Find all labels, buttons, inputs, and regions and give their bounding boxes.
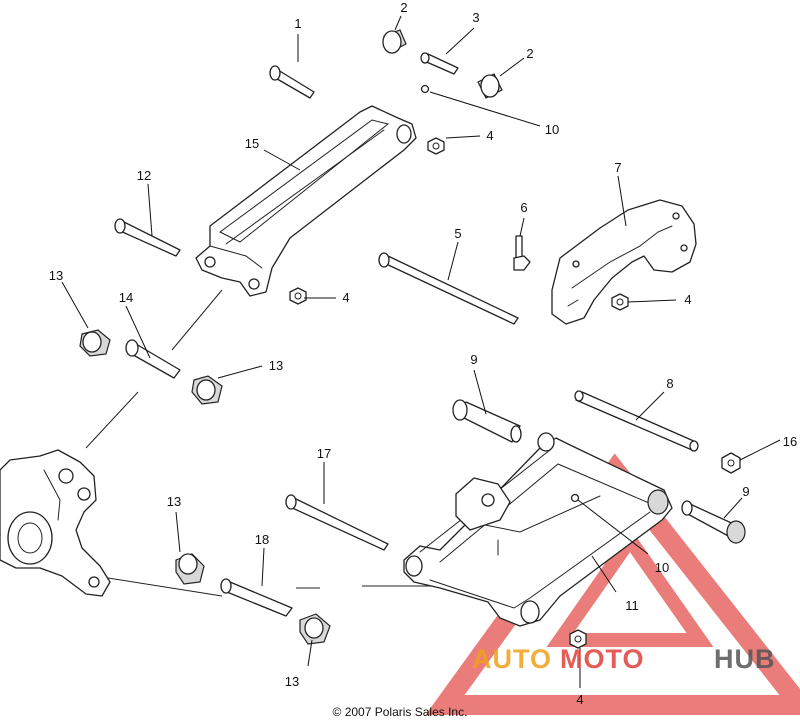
part-13-bushing-b	[191, 375, 223, 405]
part-4-nut-c	[611, 293, 629, 311]
callout-part-17: 17	[317, 446, 331, 461]
part-8-shaft	[574, 390, 699, 452]
part-16-nut	[721, 452, 741, 474]
watermark-hub: HUB	[714, 644, 776, 674]
watermark-text: AUTO MOTO HUB	[472, 644, 776, 674]
callout-part-15: 15	[245, 136, 259, 151]
callout-part-9a: 9	[470, 352, 477, 367]
part-10-grease-fitting-b	[570, 493, 580, 503]
callout-part-13c: 13	[167, 494, 181, 509]
callout-numbers: 1 2 3 2 10 15 4 12 7 6 5 13 14 4 4 13 9 …	[49, 0, 797, 707]
callout-part-18: 18	[255, 532, 269, 547]
part-9-sleeve-a	[452, 399, 522, 443]
callout-part-14: 14	[119, 290, 133, 305]
part-9-sleeve-b	[681, 500, 746, 544]
callout-part-2b: 2	[526, 46, 533, 61]
watermark-auto: AUTO	[472, 644, 552, 674]
watermark-moto: MOTO	[560, 644, 645, 674]
callout-part-4d: 4	[576, 692, 583, 707]
callout-part-4a: 4	[486, 128, 493, 143]
part-12-bolt	[114, 218, 181, 257]
part-4-nut-a	[427, 137, 445, 155]
part-14-sleeve	[125, 339, 181, 379]
part-2-bushing-a	[382, 29, 407, 54]
part-1-bolt	[269, 65, 315, 99]
part-13-bushing-a	[79, 329, 111, 357]
part-4-nut-d	[569, 629, 587, 649]
callout-part-3: 3	[472, 10, 479, 25]
part-3-pin	[420, 52, 459, 75]
part-18-sleeve	[220, 578, 293, 617]
callout-part-13a: 13	[49, 268, 63, 283]
callout-part-9b: 9	[742, 484, 749, 499]
callout-part-7: 7	[614, 160, 621, 175]
part-6-stud	[513, 235, 531, 271]
part-4-nut-b	[289, 287, 307, 305]
callout-part-2a: 2	[400, 0, 407, 15]
callout-part-4c: 4	[684, 292, 691, 307]
callout-part-6: 6	[520, 200, 527, 215]
steering-knuckle	[0, 449, 111, 597]
part-15-upper-arm	[195, 105, 417, 297]
part-11-lower-arm	[403, 432, 673, 627]
part-13-bushing-d	[299, 613, 331, 645]
callout-part-13d: 13	[285, 674, 299, 689]
part-7-bracket	[551, 199, 697, 325]
callout-part-12: 12	[137, 168, 151, 183]
copyright-notice: © 2007 Polaris Sales Inc.	[332, 705, 468, 719]
leader-lines	[61, 15, 781, 688]
part-17-bolt	[285, 494, 389, 551]
part-2-bushing-b	[477, 73, 503, 99]
callout-part-10b: 10	[655, 560, 669, 575]
callout-part-4b: 4	[342, 290, 349, 305]
callout-part-11: 11	[625, 598, 639, 613]
part-10-grease-fitting-a	[420, 84, 430, 94]
callout-part-1: 1	[294, 16, 301, 31]
callout-part-13b: 13	[269, 358, 283, 373]
callout-part-5: 5	[454, 226, 461, 241]
callout-part-8: 8	[666, 376, 673, 391]
part-5-long-bolt	[378, 252, 519, 325]
assembly-axis-lines	[85, 289, 470, 597]
callout-part-10a: 10	[545, 122, 559, 137]
part-13-bushing-c	[175, 553, 205, 585]
callout-part-16: 16	[783, 434, 797, 449]
